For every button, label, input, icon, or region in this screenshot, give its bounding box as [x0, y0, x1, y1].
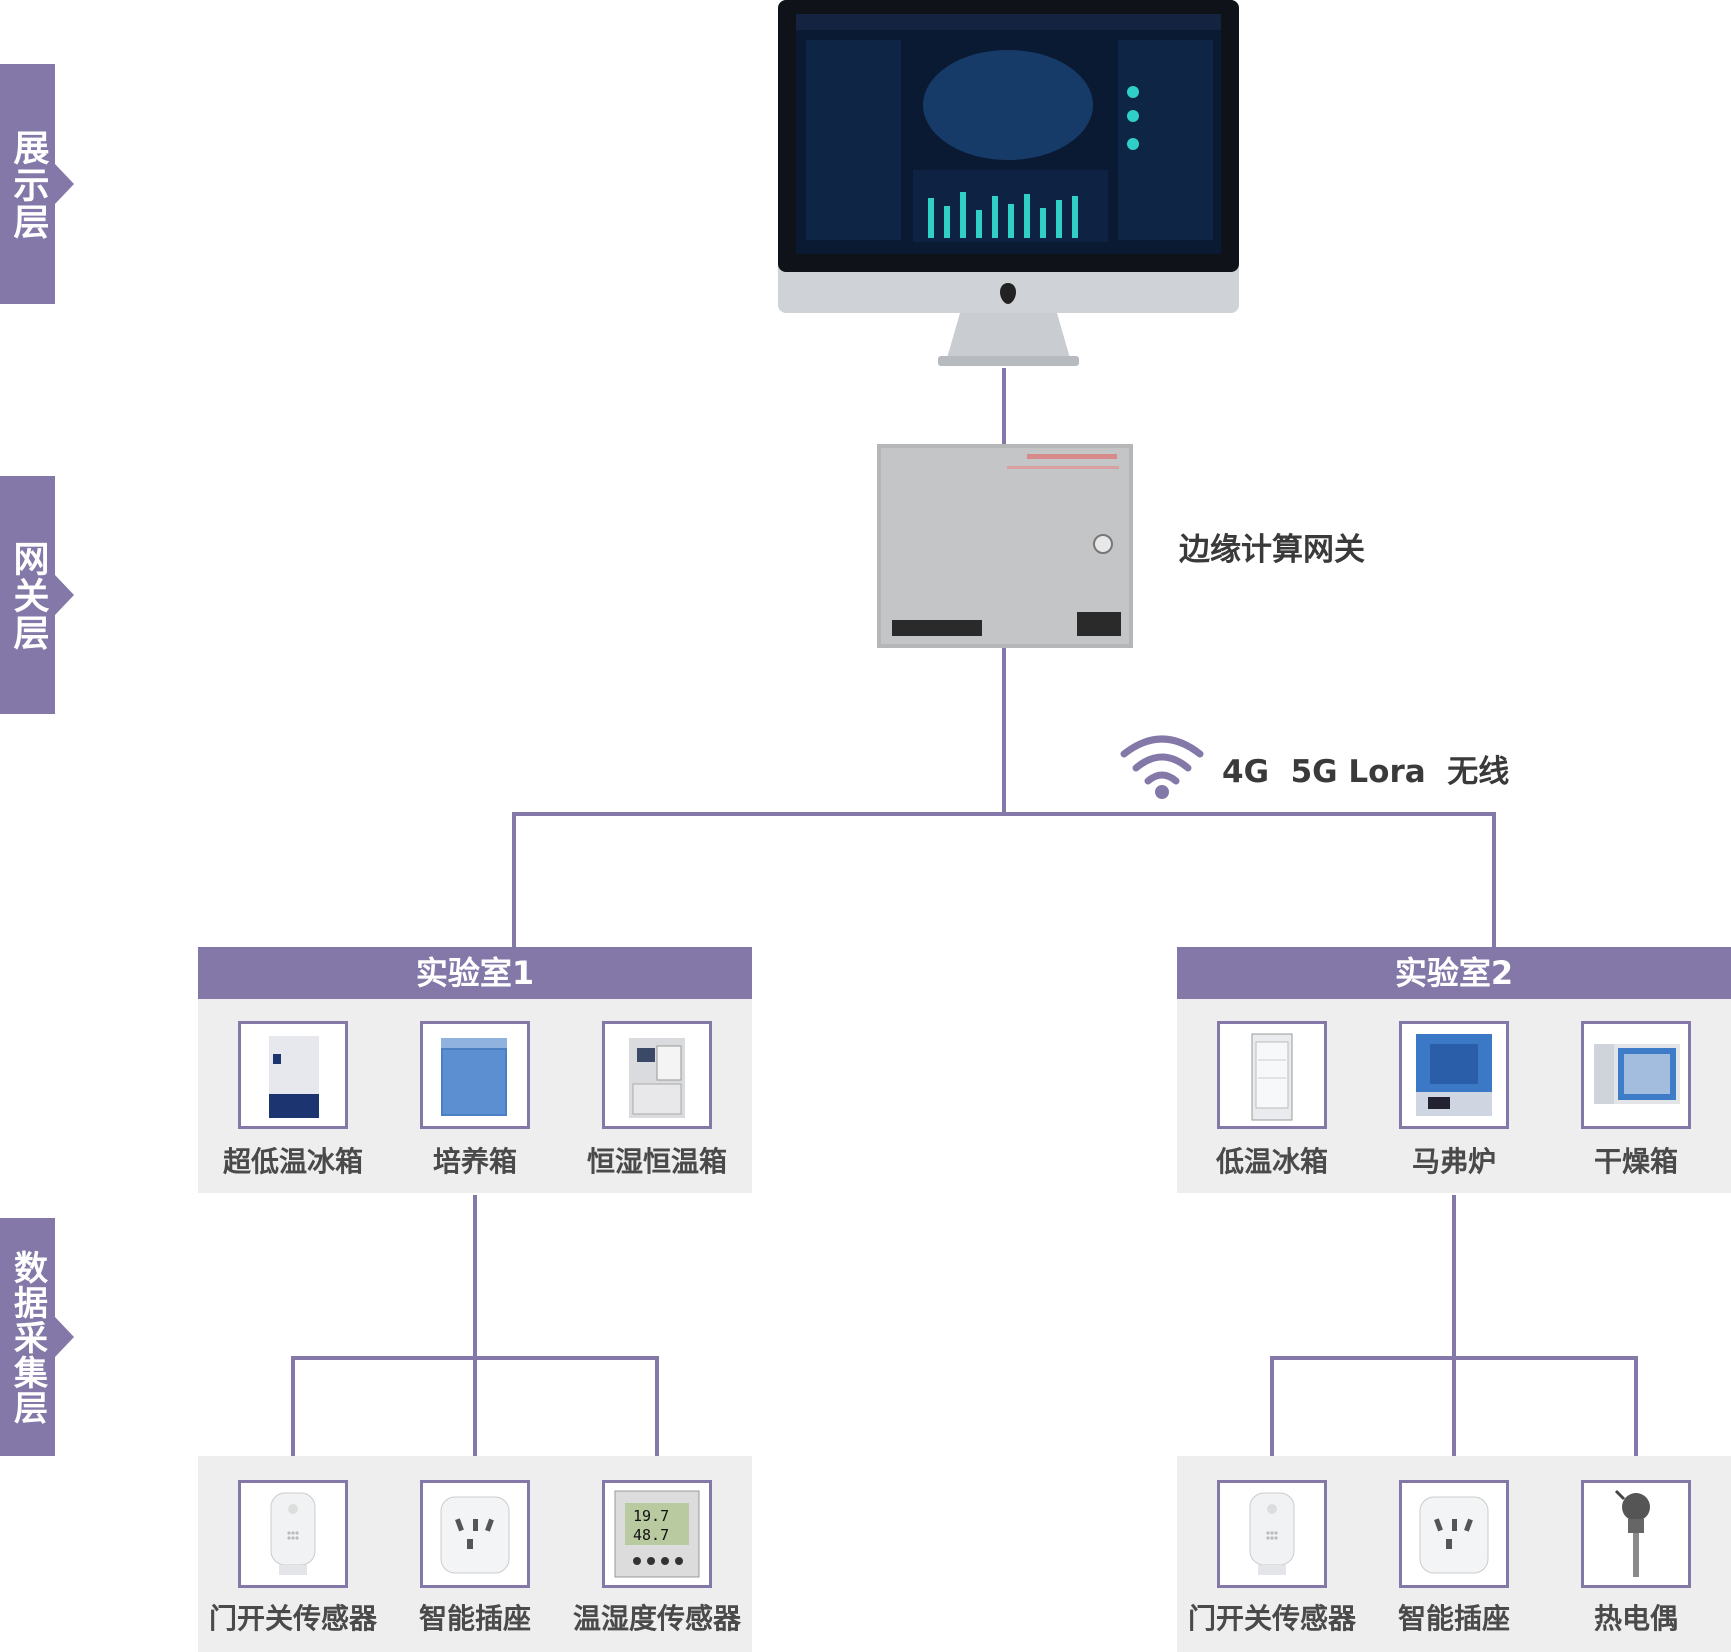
- device-muffle-furnace: [1399, 1021, 1509, 1129]
- layer-arrow: [55, 1317, 74, 1357]
- sensor-door-switch: [238, 1480, 348, 1588]
- wireless-label: 4G 5G Lora 无线: [1222, 754, 1510, 790]
- gateway-image: [877, 444, 1133, 648]
- sensor-label: 智能插座: [418, 1602, 531, 1635]
- device-label: 干燥箱: [1593, 1145, 1678, 1178]
- sensor-temp-reading: 19.7: [633, 1507, 669, 1525]
- lab-2-title: 实验室2: [1177, 947, 1731, 999]
- device-incubator: [420, 1021, 530, 1129]
- device-label: 低温冰箱: [1215, 1145, 1328, 1178]
- device-ultra-low-freezer: [238, 1021, 348, 1129]
- layer-label-gateway: 网关层: [7, 539, 49, 651]
- layer-arrow: [55, 575, 74, 615]
- device-label: 恒湿恒温箱: [586, 1145, 727, 1178]
- sensor-label: 智能插座: [1397, 1602, 1510, 1635]
- sensor-hum-reading: 48.7: [633, 1526, 669, 1544]
- monitor-image: [778, 0, 1239, 366]
- device-label: 超低温冰箱: [222, 1145, 363, 1178]
- edge-lab2-sensor-bus: [1270, 1356, 1638, 1480]
- sensor-smart-socket: [420, 1480, 530, 1588]
- sensor-label: 门开关传感器: [1187, 1602, 1356, 1635]
- sensor-door-switch: [1217, 1480, 1327, 1588]
- layer-tab-gateway: 网关层: [0, 476, 74, 714]
- sensor-temp-humidity: 19.7 48.7: [602, 1480, 712, 1588]
- layer-tab-display: 展示层: [0, 64, 74, 304]
- sensor-smart-socket: [1399, 1480, 1509, 1588]
- sensor-label: 门开关传感器: [208, 1602, 377, 1635]
- sensor-thermocouple: [1581, 1480, 1691, 1588]
- device-drying-oven: [1581, 1021, 1691, 1129]
- gateway-label: 边缘计算网关: [1179, 532, 1365, 568]
- device-low-temp-freezer: [1217, 1021, 1327, 1129]
- layer-arrow: [55, 164, 74, 204]
- layer-tab-acquisition: 数据采集层: [0, 1218, 74, 1456]
- wifi-icon: [1120, 735, 1204, 799]
- sensor-label: 热电偶: [1593, 1602, 1678, 1635]
- layer-label-display: 展示层: [7, 128, 49, 240]
- layer-label-acquisition: 数据采集层: [7, 1249, 48, 1425]
- lab-1-title: 实验室1: [198, 947, 752, 999]
- edge-lab1-sensor-bus: [291, 1356, 659, 1480]
- device-label: 培养箱: [432, 1145, 517, 1178]
- device-constant-temp-humidity-chamber: [602, 1021, 712, 1129]
- sensor-label: 温湿度传感器: [572, 1602, 741, 1635]
- device-label: 马弗炉: [1411, 1145, 1496, 1178]
- edge-bus: [512, 812, 1496, 947]
